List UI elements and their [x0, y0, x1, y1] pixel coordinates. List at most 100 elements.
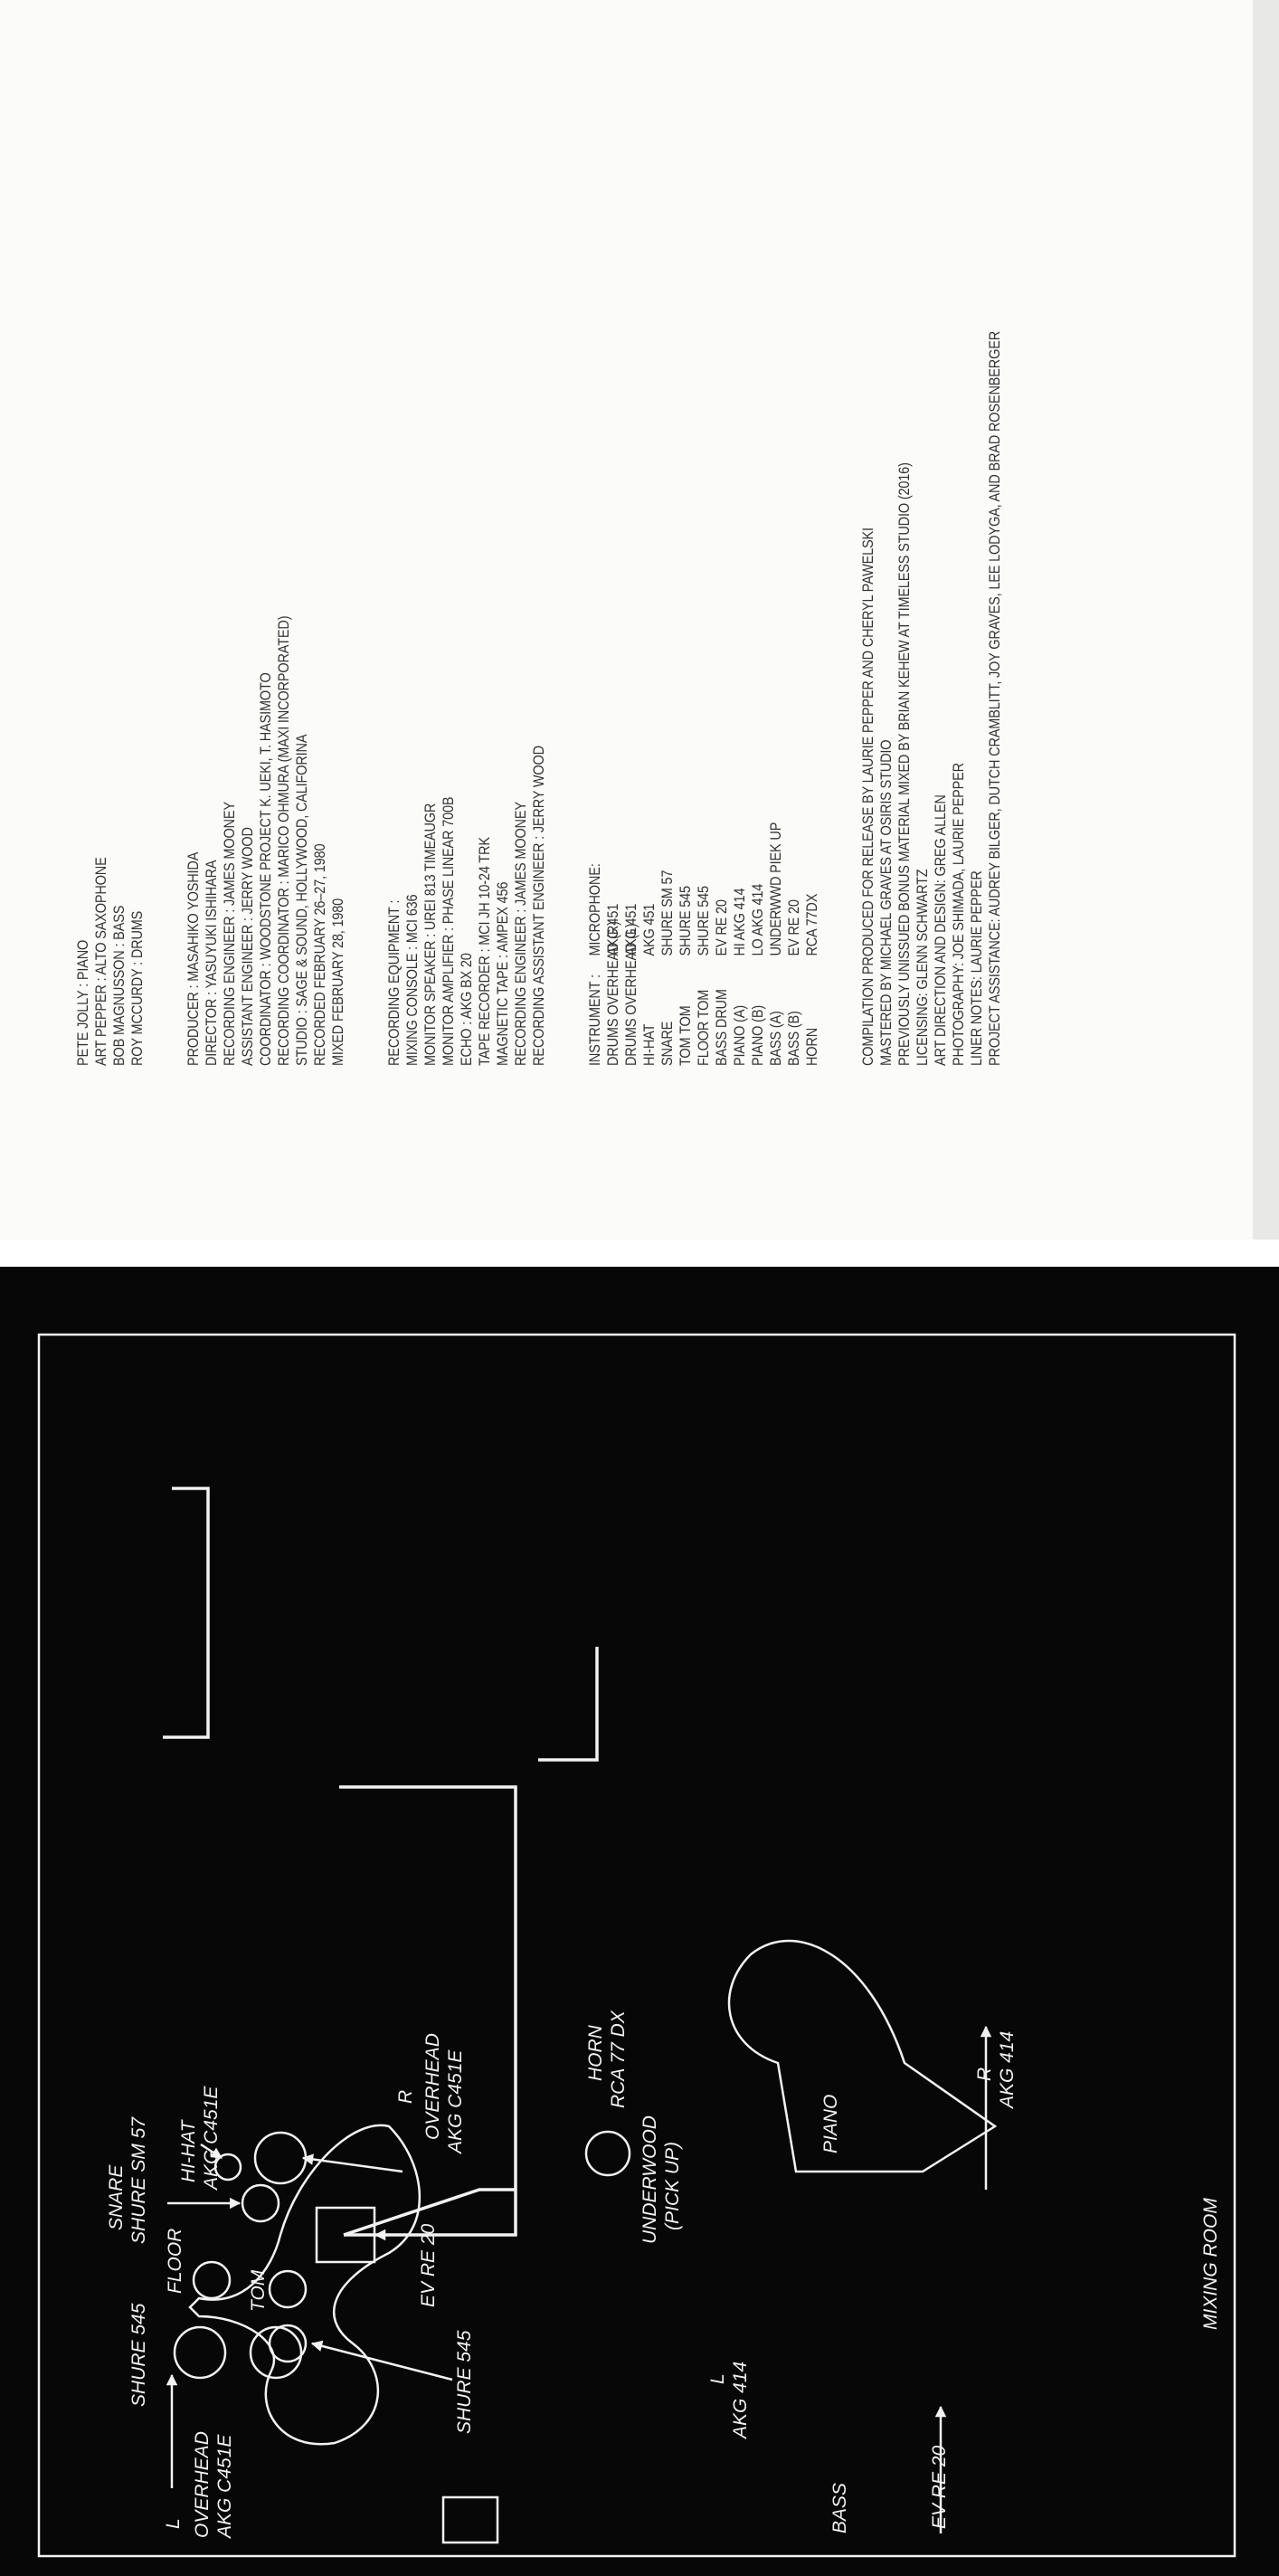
mic-table-row: PIANO (B)LO AKG 414 — [749, 142, 767, 1066]
mic-table-row: BASS DRUM EV RE 20 — [713, 142, 731, 1066]
production-line: RECORDED FEBRUARY 26–27, 1980 — [312, 843, 328, 1066]
production-line: RECORDING ENGINEER : JAMES MOONEY — [222, 802, 238, 1066]
microphone-cell: EV RE 20 — [714, 899, 730, 956]
akg414-l-label: AKG 414 — [730, 2362, 751, 2440]
microphone-cell: AKG 451 — [623, 903, 640, 956]
bass-booth-wall — [163, 1487, 210, 1739]
hihat-circle — [213, 2153, 242, 2182]
microphone-cell: SHURE SM 57 — [659, 870, 676, 956]
equipment-line: RECORDING EQUIPMENT : — [386, 899, 403, 1066]
compilation-line: LINER NOTES: LAURIE PEPPER — [969, 870, 985, 1066]
equipment-list: RECORDING EQUIPMENT : MIXING CONSOLE : M… — [385, 142, 548, 1066]
instrument-cell: SNARE — [659, 1021, 676, 1066]
personnel-line: ROY MCCURDY : DRUMS — [129, 910, 146, 1066]
compilation-line: MASTERED BY MICHAEL GRAVES AT OSIRIS STU… — [878, 739, 895, 1066]
akg414-r-side-label: R — [974, 2067, 995, 2081]
snare-label-1: SNARE — [106, 2164, 127, 2230]
compilation-line: PHOTOGRAPHY: JOE SHIMADA, LAURIE PEPPER — [951, 763, 967, 1066]
floor-label: FLOOR — [165, 2229, 185, 2294]
ev-re20-bass-label: EV RE 20 — [929, 2445, 950, 2529]
snare-circle — [241, 2183, 280, 2223]
drum-booth-wall — [339, 1785, 517, 2237]
overhead-l-label-2: AKG C451E — [214, 2434, 235, 2540]
mic-table-row: DRUMS OVERHEAD (R)AKG 451 — [604, 142, 622, 1066]
mic-table-row: BASS (B) EV RE 20 — [785, 142, 803, 1066]
hihat-arrow — [200, 2143, 223, 2160]
production-line: MIXED FEBRUARY 28, 1980 — [330, 898, 346, 1066]
microphone-header: MICROPHONE: — [587, 863, 603, 956]
hihat-label-2: AKG C451E — [201, 2086, 222, 2191]
production-line: DIRECTOR : YASUYUKI ISHIHARA — [204, 860, 220, 1066]
instrument-cell: BASS (B) — [786, 1011, 802, 1066]
production-list: PRODUCER : MASAHIKO YOSHIDA DIRECTOR : Y… — [185, 142, 347, 1066]
overhead-r-label-1: OVERHEAD — [422, 2033, 443, 2140]
instrument-cell: DRUMS OVERHEAD (R) — [605, 921, 621, 1066]
snare-label-2: SHURE SM 57 — [128, 2116, 149, 2244]
horn-label-1: HORN — [585, 2024, 606, 2081]
mic-table-row: BASS (A)UNDERWWD PIEK UP — [767, 142, 785, 1066]
equipment-line: MONITOR AMPLIFIER : PHASE LINEAR 700B — [441, 796, 457, 1066]
tom-label: TOM — [248, 2269, 269, 2312]
tom-circle-2 — [268, 2324, 308, 2363]
production-line: COORDINATOR : WOODSTONE PROJECT K. UEKI,… — [258, 672, 274, 1066]
equipment-line: MONITOR SPEAKER : UREI 813 TIMEAUGR — [422, 803, 439, 1066]
bass-label: BASS — [829, 2483, 850, 2533]
studio-layout-diagram: L OVERHEAD AKG C451E SHURE 545 FLOOR TOM… — [37, 1333, 1236, 2558]
underwood-label-2: (PICK UP) — [662, 2142, 683, 2230]
microphone-cell: SHURE 545 — [677, 886, 694, 956]
production-line: ASSISTANT ENGINEER : JERRY WOOD — [240, 827, 256, 1066]
floor-tom-circle — [192, 2260, 232, 2300]
personnel-line: BOB MAGNUSSON : BASS — [111, 905, 128, 1066]
instrument-cell: PIANO (A) — [732, 1005, 748, 1066]
instrument-cell: DRUMS OVERHEAD (L) — [623, 923, 640, 1066]
compilation-line: PROJECT ASSISTANCE: AUDREY BILGER, DUTCH… — [987, 330, 1003, 1066]
piano-label: PIANO — [820, 2095, 841, 2153]
shure545-bottom-label: SHURE 545 — [454, 2330, 475, 2434]
equipment-line: MIXING CONSOLE : MCI 636 — [404, 894, 421, 1066]
mic-table-row: DRUMS OVERHEAD (L)AKG 451 — [622, 142, 640, 1066]
horn-label-2: RCA 77 DX — [608, 2010, 629, 2108]
equipment-line: RECORDING ENGINEER : JAMES MOONEY — [513, 802, 529, 1066]
shure545-top-label: SHURE 545 — [128, 2303, 149, 2407]
mic-table-row: SNARE SHURE SM 57 — [658, 142, 677, 1066]
shure545-bottom-arrow — [310, 2340, 453, 2381]
bass-mic-box — [441, 2495, 499, 2544]
microphone-cell: AKG 451 — [605, 903, 621, 956]
compilation-line: PREVIOUSLY UNISSUED BONUS MATERIAL MIXED… — [896, 462, 913, 1066]
microphone-cell: EV RE 20 — [786, 899, 802, 956]
personnel-list: PETE JOLLY : PIANO ART PEPPER : ALTO SAX… — [74, 142, 147, 1066]
piano-outline — [727, 1939, 998, 2173]
studio-diagram-page: L OVERHEAD AKG C451E SHURE 545 FLOOR TOM… — [0, 1267, 1279, 2576]
horn-mic-circle — [584, 2130, 631, 2177]
akg414-l-side-label: L — [707, 2373, 728, 2384]
equipment-line: MAGNETIC TAPE : AMPEX 456 — [495, 881, 511, 1066]
compilation-list: COMPILATION PRODUCED FOR RELEASE BY LAUR… — [859, 142, 1004, 1066]
microphone-cell: LO AKG 414 — [750, 883, 766, 956]
microphone-cell: RCA 77DX — [804, 893, 820, 956]
overhead-l-label-1: OVERHEAD — [192, 2431, 213, 2538]
booklet-edge — [1253, 0, 1279, 1240]
production-line: PRODUCER : MASAHIKO YOSHIDA — [185, 851, 202, 1066]
overhead-r-arrow — [301, 2153, 403, 2173]
bass-drum-left-circle — [173, 2325, 227, 2380]
credits-text-column: PETE JOLLY : PIANO ART PEPPER : ALTO SAX… — [74, 142, 1004, 1066]
tom-circle — [268, 2269, 308, 2309]
mic-table-row: PIANO (A)HI AKG 414 — [731, 142, 749, 1066]
compilation-line: LICENSING: GLENN SCHWARTZ — [914, 869, 931, 1066]
production-line: STUDIO : SAGE & SOUND, HOLLYWOOD, CALIFO… — [294, 734, 310, 1066]
hihat-label-1: HI-HAT — [178, 2118, 199, 2182]
instrument-cell: FLOOR TOM — [696, 989, 712, 1066]
underwood-label-1: UNDERWOOD — [640, 2115, 660, 2244]
instrument-cell: BASS DRUM — [714, 989, 730, 1066]
credits-page: PETE JOLLY : PIANO ART PEPPER : ALTO SAX… — [0, 0, 1279, 1240]
equipment-line: ECHO : AKG BX 20 — [459, 953, 475, 1066]
personnel-line: ART PEPPER : ALTO SAXOPHONE — [93, 857, 109, 1066]
microphone-cell: UNDERWWD PIEK UP — [768, 822, 784, 956]
overhead-r-label-2: AKG C451E — [445, 2049, 466, 2155]
diagram-labels: L OVERHEAD AKG C451E SHURE 545 FLOOR TOM… — [106, 2010, 1221, 2540]
overhead-l-side-label: L — [163, 2518, 184, 2529]
